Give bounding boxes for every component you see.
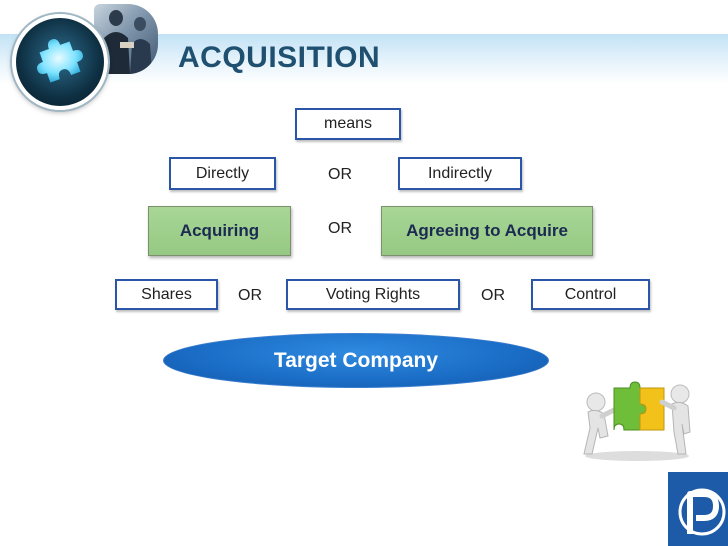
acquiring-box: Acquiring [148, 206, 291, 256]
indirectly-box: Indirectly [398, 157, 522, 190]
puzzle-piece-icon [12, 14, 108, 110]
or-connector-row1: OR [328, 166, 352, 183]
indirectly-label: Indirectly [427, 164, 493, 182]
means-label: means [323, 115, 373, 132]
control-label: Control [564, 285, 617, 303]
header-photo [94, 4, 158, 74]
shares-label: Shares [141, 285, 192, 303]
shares-box: Shares [115, 279, 218, 310]
agreeing-to-acquire-label: Agreeing to Acquire [406, 221, 568, 240]
or-connector-row3-2: OR [481, 287, 505, 304]
directly-label: Directly [195, 164, 250, 182]
means-box: means [295, 108, 401, 140]
target-company-ellipse: Target Company [163, 333, 549, 388]
control-box: Control [531, 279, 650, 310]
people-assembling-puzzle-illustration [583, 381, 691, 461]
agreeing-to-acquire-box: Agreeing to Acquire [381, 206, 593, 256]
or-connector-row3-1: OR [238, 287, 262, 304]
directly-box: Directly [169, 157, 276, 190]
slide-title: ACQUISITION [178, 41, 381, 74]
or-connector-row2: OR [328, 220, 352, 237]
voting-rights-label: Voting Rights [325, 285, 421, 303]
target-company-label: Target Company [273, 348, 439, 372]
acquiring-label: Acquiring [179, 221, 260, 240]
voting-rights-box: Voting Rights [286, 279, 460, 310]
p-letter-logo [668, 472, 728, 546]
